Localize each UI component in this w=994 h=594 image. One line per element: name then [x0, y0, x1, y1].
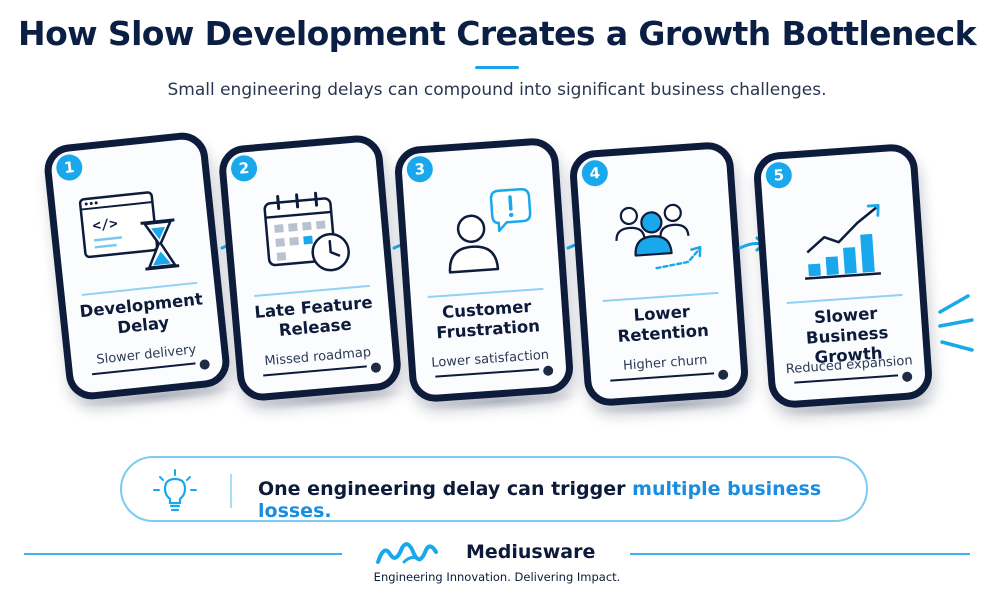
- callout-emphasis: multiple business losses.: [258, 478, 822, 522]
- footer-rule-right: [630, 553, 970, 555]
- step-card-5: 5 Slower Business Growth Reduced expansi…: [752, 142, 941, 421]
- page-subtitle: Small engineering delays can compound in…: [167, 80, 827, 100]
- user-alert-icon: [448, 188, 532, 274]
- step-card-4: 4 Lower Retention Higher churn: [568, 140, 757, 419]
- bar-chart-trend-icon: [805, 203, 881, 280]
- step-card-2: 2 Late Feature Release Missed roadmap: [217, 133, 410, 414]
- lightbulb-icon: [153, 469, 197, 512]
- key-insight-callout: One engineering delay can trigger multip…: [120, 456, 868, 522]
- callout-text: One engineering delay can trigger multip…: [258, 478, 822, 522]
- code-window-hourglass-icon: </>: [78, 191, 180, 271]
- calendar-clock-icon: [263, 191, 350, 272]
- step-card-1: 1 </> Development Delay Slower delivery: [42, 130, 240, 413]
- users-churn-icon: [615, 203, 702, 270]
- title-underline: [475, 66, 519, 69]
- svg-text:</>: </>: [92, 216, 119, 235]
- mediusware-wave-logo: [376, 542, 438, 564]
- footer-rule-left: [24, 553, 342, 555]
- burst-lines-decoration: [938, 294, 974, 352]
- brand-tagline: Engineering Innovation. Delivering Impac…: [373, 570, 621, 584]
- page-title: How Slow Development Creates a Growth Bo…: [18, 14, 977, 53]
- step-card-3: 3 Customer Frustration Lower satisfactio…: [393, 136, 582, 415]
- brand-name: Mediusware: [466, 541, 596, 563]
